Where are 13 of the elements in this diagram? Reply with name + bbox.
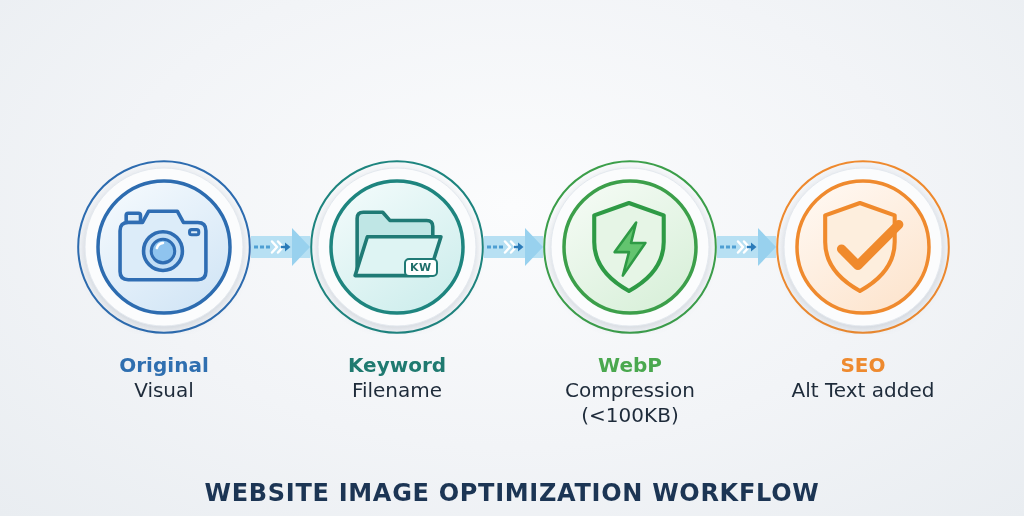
- step-title: Original: [119, 352, 209, 378]
- step-title: SEO: [840, 352, 886, 378]
- step-label: Compression (<100KB): [564, 378, 696, 428]
- step-label: Visual: [133, 378, 195, 403]
- step-label: Alt Text added: [790, 378, 936, 403]
- arrow: [717, 228, 776, 266]
- diagram-title: WEBSITE IMAGE OPTIMIZATION WORKFLOW: [204, 478, 820, 508]
- step-title: Keyword: [347, 352, 447, 378]
- step-title: WebP: [598, 352, 662, 378]
- arrow: [484, 228, 543, 266]
- step-label: Filename: [350, 378, 444, 403]
- keyword-tag: KW: [404, 258, 438, 277]
- arrow: [251, 228, 310, 266]
